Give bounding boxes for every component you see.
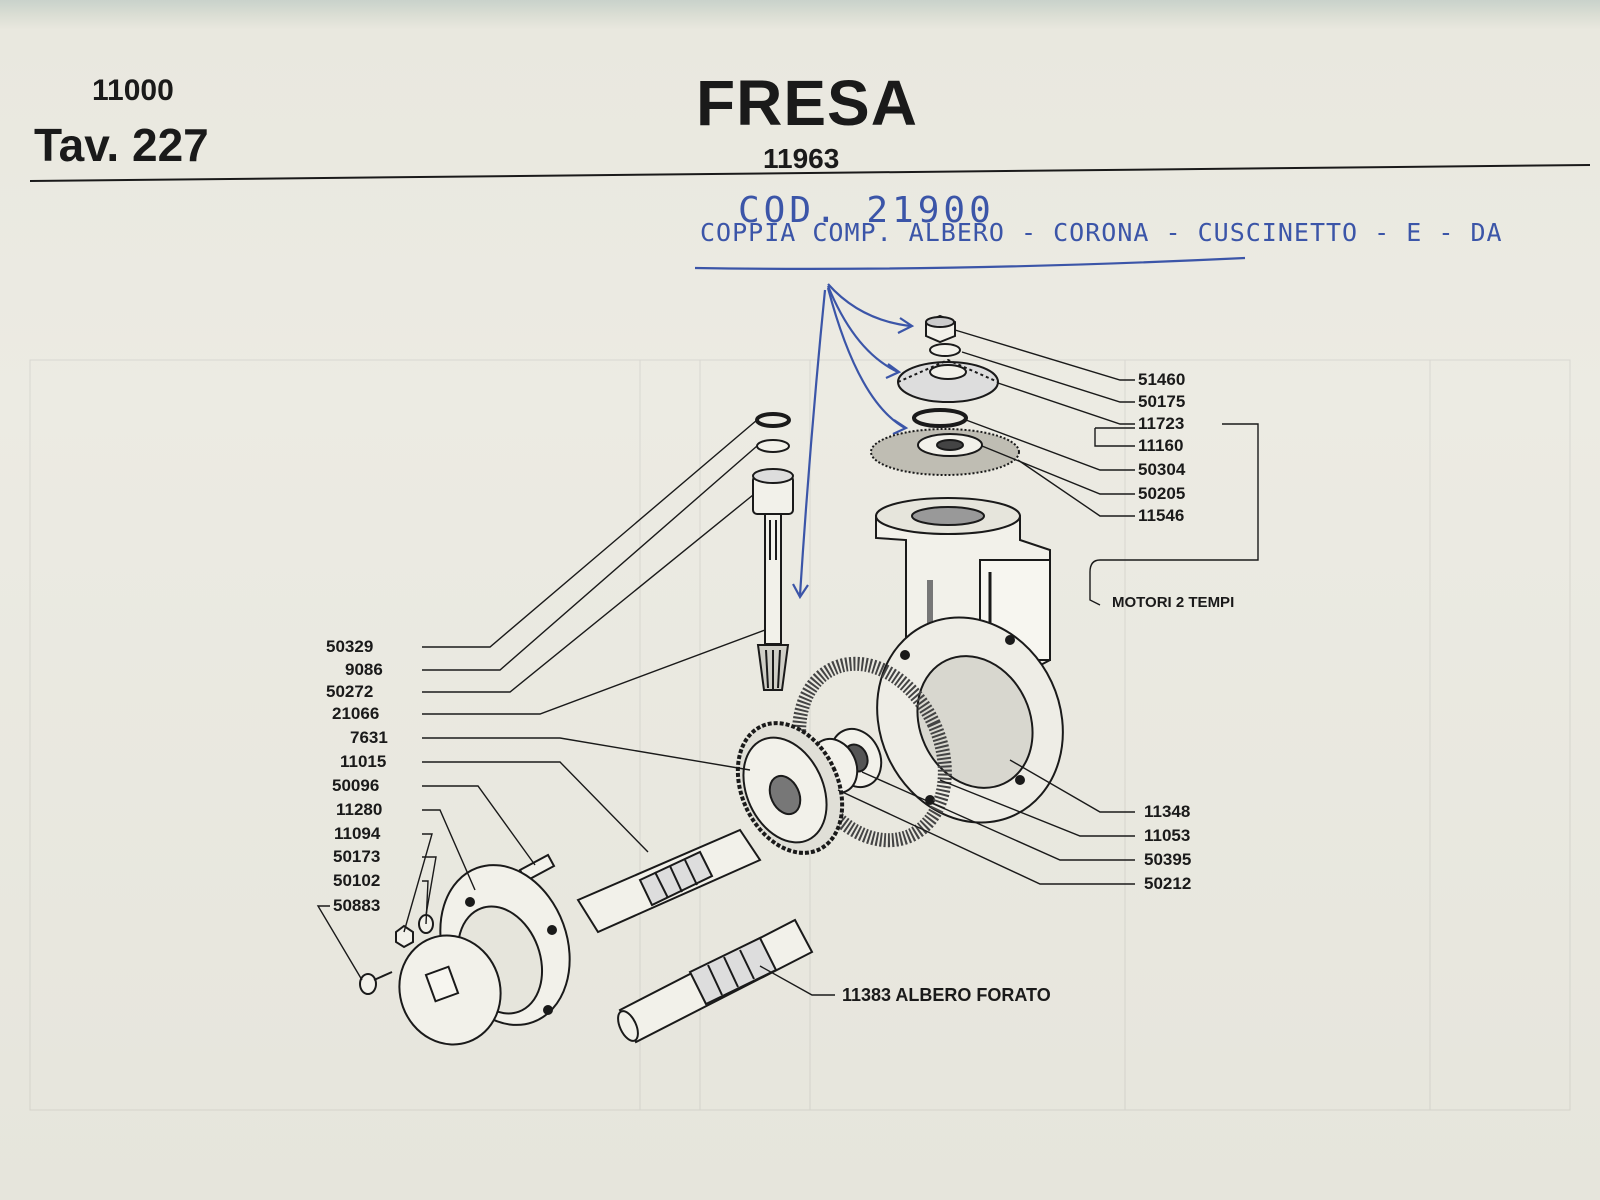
small-hardware bbox=[359, 914, 434, 995]
leader-lines bbox=[316, 329, 1259, 996]
input-shaft-stack bbox=[752, 412, 794, 691]
part-number: 11160 bbox=[1138, 436, 1184, 455]
part-number: 11053 bbox=[1144, 826, 1191, 845]
handwritten-code: COD. 21900 bbox=[738, 190, 995, 231]
gear-housing bbox=[875, 497, 1064, 824]
part-number: 7631 bbox=[350, 728, 388, 747]
side-cover-11280 bbox=[398, 864, 571, 1046]
part-number: 50883 bbox=[333, 896, 381, 915]
handwritten-arrows bbox=[694, 256, 1246, 600]
circlip-50329 bbox=[755, 412, 791, 428]
washer-9086 bbox=[756, 439, 790, 453]
nut-50173 bbox=[395, 924, 414, 949]
part-number: 50212 bbox=[1144, 874, 1192, 893]
drilled-shaft-11383 bbox=[617, 918, 814, 1044]
crown-gear-7631 bbox=[735, 721, 845, 855]
pinion-shaft-21066 bbox=[764, 513, 782, 645]
part-number: 50304 bbox=[1138, 460, 1186, 479]
washer-50175 bbox=[929, 343, 961, 357]
part-number: 11723 bbox=[1138, 414, 1185, 433]
screw-50883 bbox=[359, 973, 377, 995]
part-number: 51460 bbox=[1138, 370, 1186, 389]
part-number: 11094 bbox=[334, 824, 381, 843]
group-code: 11000 bbox=[92, 74, 174, 107]
group-note: MOTORI 2 TEMPI bbox=[1112, 594, 1235, 611]
part-number: 11546 bbox=[1138, 506, 1185, 525]
part-number: 50205 bbox=[1138, 484, 1186, 503]
page-title: FRESA bbox=[696, 67, 918, 139]
assembly-code: 11963 bbox=[763, 143, 840, 174]
part-number: 11015 bbox=[340, 752, 387, 771]
part-number: 50272 bbox=[326, 682, 374, 701]
part-number: 9086 bbox=[345, 660, 383, 679]
part-number: 50096 bbox=[332, 776, 380, 795]
part-number: 50173 bbox=[333, 847, 381, 866]
part-number: 50329 bbox=[326, 637, 374, 656]
part-number: 50395 bbox=[1144, 850, 1192, 869]
splined-shaft-11015 bbox=[576, 828, 762, 934]
part-number: 11348 bbox=[1144, 802, 1191, 821]
table-number: Tav. 227 bbox=[34, 119, 209, 171]
part-number: 50102 bbox=[333, 871, 381, 890]
shaft-callout: 11383 ALBERO FORATO bbox=[842, 985, 1051, 1005]
part-number: 21066 bbox=[332, 704, 380, 723]
handwritten-description: COPPIA COMP. ALBERO - CORONA - CUSCINETT… bbox=[700, 218, 1503, 247]
part-number: 50175 bbox=[1138, 392, 1186, 411]
upper-stack bbox=[870, 314, 1020, 476]
circlip-50304 bbox=[912, 408, 968, 428]
header-rule bbox=[29, 164, 1591, 182]
part-number: 11280 bbox=[336, 800, 383, 819]
